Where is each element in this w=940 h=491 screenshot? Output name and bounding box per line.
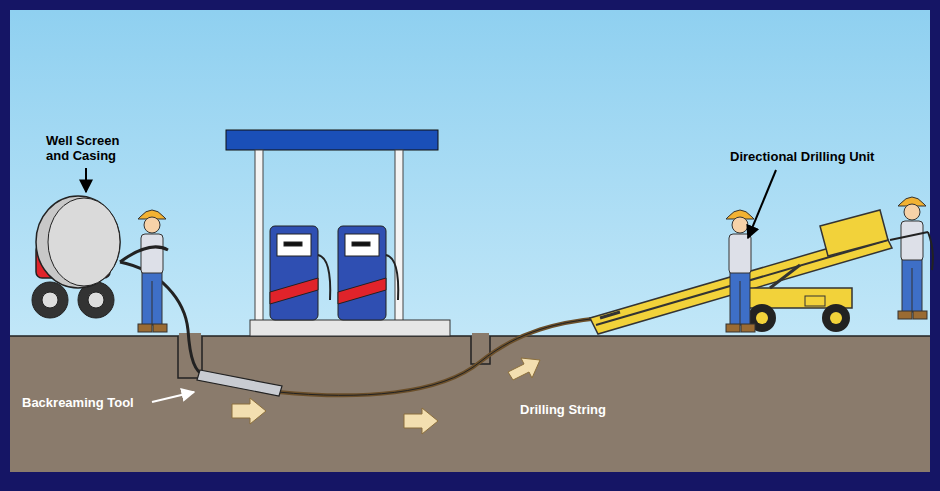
part-label: Directional Drilling Unit — [730, 149, 874, 164]
part-label: Drilling String — [520, 402, 606, 417]
part-label: Well Screen and Casing — [46, 133, 141, 163]
part-label: Backreaming Tool — [22, 395, 134, 410]
